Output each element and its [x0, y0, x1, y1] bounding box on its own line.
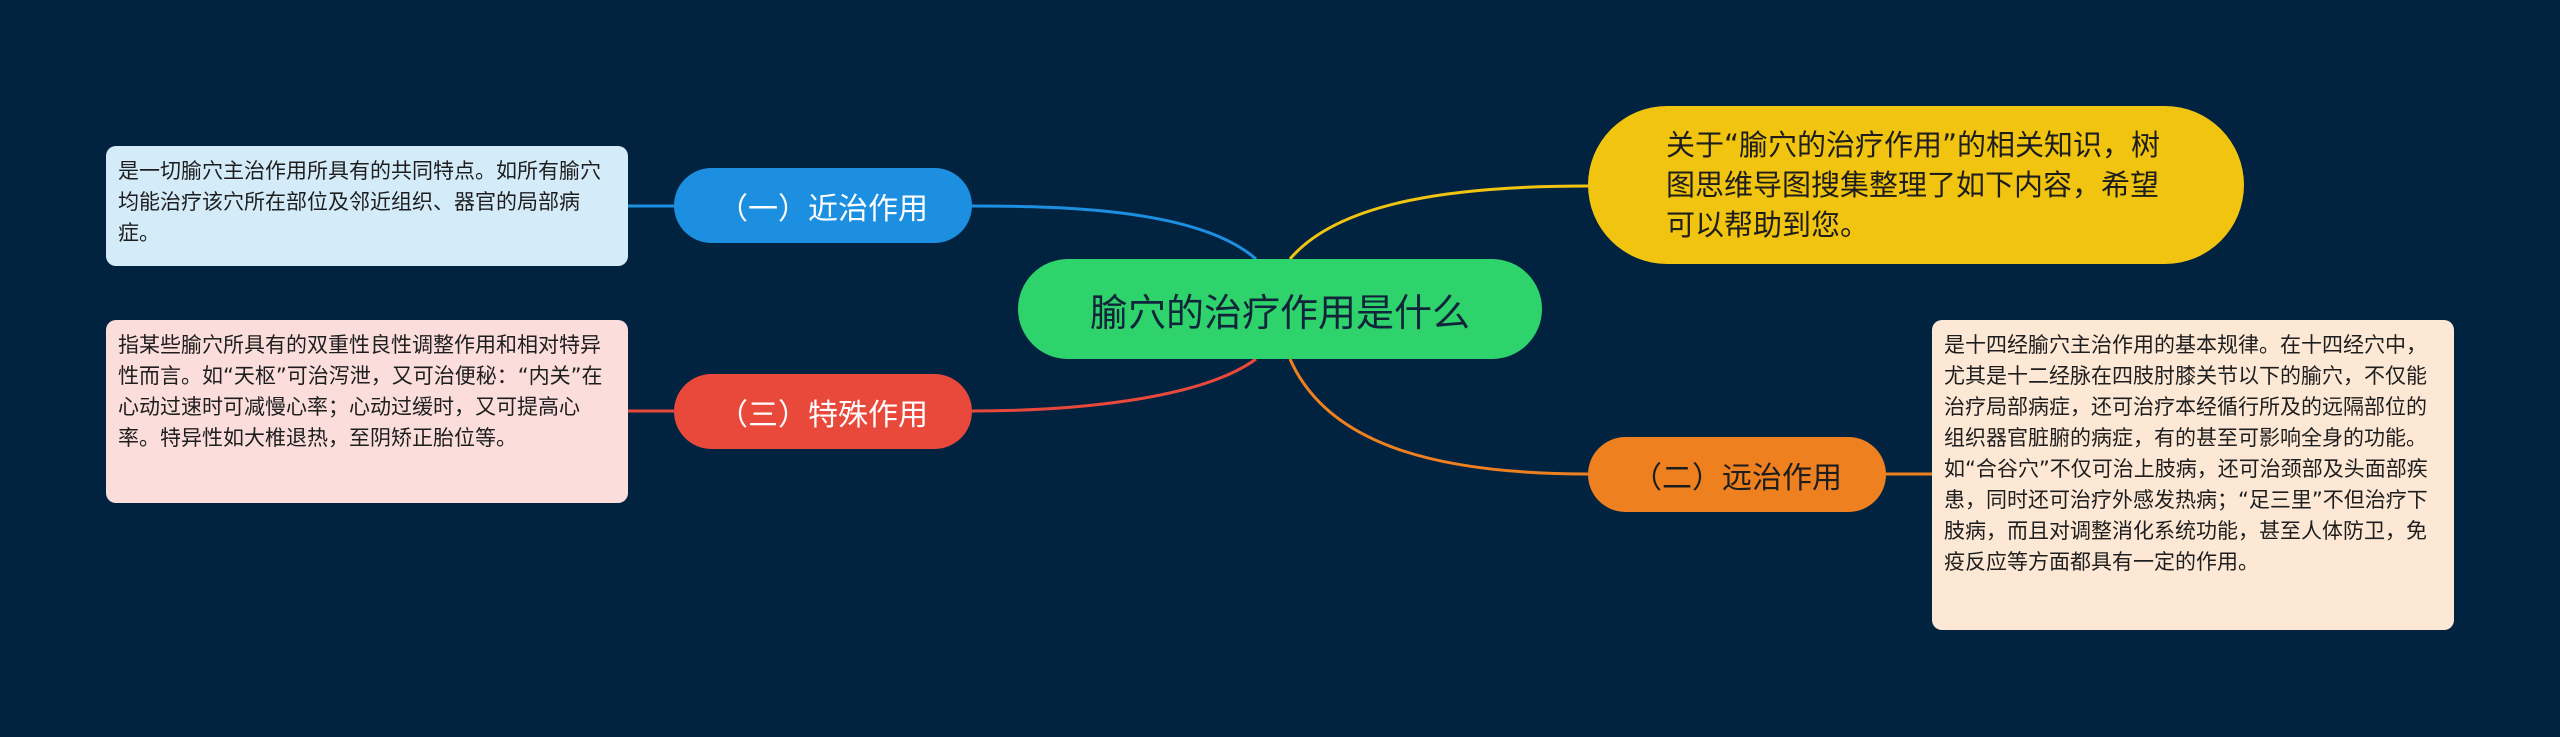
note-near-effect[interactable]: 是一切腧穴主治作用所具有的共同特点。如所有腧穴均能治疗该穴所在部位及邻近组织、器… — [106, 146, 628, 266]
link-branch-far — [1288, 358, 1589, 476]
branch-near-label: （一）近治作用 — [718, 191, 928, 227]
intro-text: 关于“腧穴的治疗作用”的相关知识，树图思维导图搜集整理了如下内容，希望可以帮助到… — [1666, 128, 2161, 242]
note-far-text: 是十四经腧穴主治作用的基本规律。在十四经穴中，尤其是十二经脉在四肢肘膝关节以下的… — [1944, 333, 2428, 574]
central-topic-label: 腧穴的治疗作用是什么 — [1089, 290, 1470, 335]
link-branch-special — [971, 357, 1257, 413]
note-special-text: 指某些腧穴所具有的双重性良性调整作用和相对特异性而言。如“天枢”可治泻泄，又可治… — [118, 333, 603, 450]
branch-near-effect[interactable]: （一）近治作用 — [674, 168, 972, 243]
branch-far-label: （二）远治作用 — [1632, 460, 1842, 496]
central-topic[interactable]: 腧穴的治疗作用是什么 — [1018, 259, 1542, 359]
intro-node[interactable]: 关于“腧穴的治疗作用”的相关知识，树图思维导图搜集整理了如下内容，希望可以帮助到… — [1588, 106, 2244, 264]
branch-far-effect[interactable]: （二）远治作用 — [1588, 437, 1886, 512]
branch-special-label: （三）特殊作用 — [718, 397, 928, 433]
link-branch-near — [971, 204, 1257, 261]
note-far-effect[interactable]: 是十四经腧穴主治作用的基本规律。在十四经穴中，尤其是十二经脉在四肢肘膝关节以下的… — [1932, 320, 2454, 630]
branch-special-effect[interactable]: （三）特殊作用 — [674, 374, 972, 449]
note-near-text: 是一切腧穴主治作用所具有的共同特点。如所有腧穴均能治疗该穴所在部位及邻近组织、器… — [118, 159, 601, 245]
note-special-effect[interactable]: 指某些腧穴所具有的双重性良性调整作用和相对特异性而言。如“天枢”可治泻泄，又可治… — [106, 320, 628, 503]
link-intro — [1288, 184, 1589, 260]
